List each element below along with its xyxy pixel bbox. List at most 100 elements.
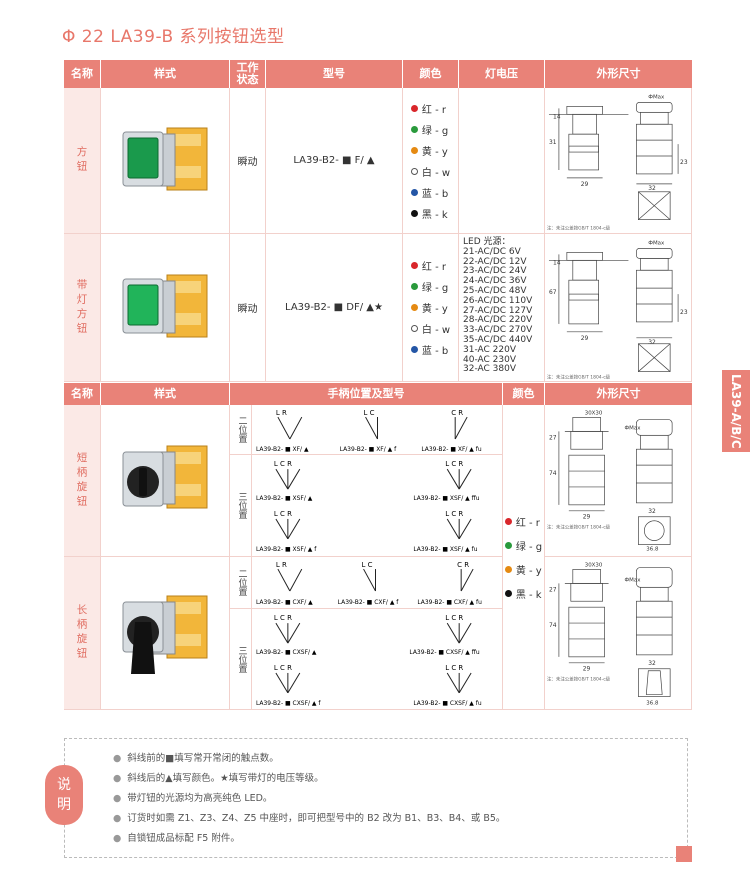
- svg-text:74: 74: [549, 622, 557, 629]
- svg-text:LA39-B2- ■ XF/ ▲ fu: LA39-B2- ■ XF/ ▲ fu: [421, 445, 482, 452]
- led-line: 22-AC/DC 12V: [463, 256, 527, 267]
- led-line: 21-AC/DC 6V: [463, 246, 521, 257]
- dimension-drawing-d: 30X30 27 74 29 32 36.8 ФMax 注：未注公差按GB/T …: [547, 562, 673, 706]
- black-dot-icon: [410, 209, 418, 217]
- blue-dot-icon: [410, 346, 418, 353]
- svg-text:29: 29: [583, 665, 591, 672]
- led-title: LED 光源：: [463, 237, 511, 247]
- row-name-lit-square: 带灯方钮: [64, 234, 101, 382]
- color-white: 白 - w: [410, 321, 450, 336]
- header-color: 颜色: [403, 60, 458, 88]
- header2-dimensions: 外形尺寸: [545, 383, 692, 405]
- svg-text:27: 27: [549, 434, 557, 441]
- svg-text:注：未注公差按GB/T 1804-c级: 注：未注公差按GB/T 1804-c级: [547, 675, 611, 682]
- svg-text:LA39-B2- ■ XF/ ▲: LA39-B2- ■ XF/ ▲: [256, 445, 309, 452]
- svg-text:C R: C R: [457, 561, 469, 569]
- header-style: 样式: [101, 60, 229, 88]
- svg-text:注：未注公差按GB/T 1804-c级: 注：未注公差按GB/T 1804-c级: [547, 224, 611, 231]
- svg-text:L R: L R: [276, 561, 287, 569]
- red-dot-icon: [410, 104, 418, 112]
- long-two-pos-diagrams: L R L C C R LA39-B2- ■ CXF/ ▲ LA39-B2- ■…: [256, 561, 482, 606]
- svg-text:32: 32: [648, 659, 656, 666]
- product-image-long-handle: [101, 557, 230, 710]
- color-black: 黑 - k: [410, 206, 450, 221]
- row-name-square: 方钮: [64, 88, 101, 234]
- row-name-long-handle: 长柄旋钮: [64, 557, 101, 710]
- svg-text:ФMax: ФMax: [648, 94, 665, 100]
- header2-name: 名称: [64, 383, 100, 405]
- svg-text:27: 27: [549, 586, 557, 593]
- short-three-pos-models: L C R L C R L C R L C R LA39-B2- ■ XSF/ …: [252, 455, 503, 557]
- notes-box: ●斜线前的■填写常开常闭的触点数。 ●斜线后的▲填写颜色。★填写带灯的电压等级。…: [64, 738, 688, 858]
- svg-text:31: 31: [549, 139, 557, 146]
- yellow-dot-icon: [504, 565, 512, 573]
- led-line: 35-AC/DC 440V: [463, 334, 533, 345]
- dimension-drawing-lit-square: 14 67 29 32 23 ФMax 注：未注公差按GB/T 1804-c级: [545, 234, 692, 382]
- color-blue: 蓝 - b: [410, 185, 450, 200]
- svg-text:30X30: 30X30: [585, 410, 603, 416]
- header-name: 名称: [64, 60, 100, 88]
- svg-text:ФMax: ФMax: [624, 577, 641, 583]
- svg-text:LA39-B2- ■ XSF/ ▲ f: LA39-B2- ■ XSF/ ▲ f: [256, 545, 317, 552]
- svg-text:L C: L C: [362, 561, 373, 569]
- note-item: ●斜线前的■填写常开常闭的触点数。: [113, 753, 279, 764]
- green-dot-icon: [410, 283, 418, 290]
- dimension-drawing-square: 14 31 29 32 23 ФMax 注：未注公差按GB/T 1804-c级: [545, 88, 692, 234]
- note-item: ●自锁钮成品标配 F5 附件。: [113, 833, 240, 844]
- led-line: 31-AC 220V: [463, 344, 516, 355]
- header-dimensions: 外形尺寸: [545, 60, 692, 88]
- model-lit-square: LA39-B2- ■ DF/ ▲★: [266, 234, 403, 382]
- svg-text:LA39-B2- ■ XF/ ▲ f: LA39-B2- ■ XF/ ▲ f: [340, 445, 397, 452]
- model-square: LA39-B2- ■ F/ ▲: [266, 88, 403, 234]
- long-three-pos-label: 三位置: [230, 609, 252, 710]
- long-two-pos-label: 二位置: [230, 557, 252, 609]
- svg-text:30X30: 30X30: [585, 562, 603, 568]
- color-green: 绿 - g: [410, 122, 450, 137]
- svg-text:LA39-B2- ■ CXSF/ ▲ ffu: LA39-B2- ■ CXSF/ ▲ ffu: [409, 649, 480, 656]
- long-two-pos-models: L R L C C R LA39-B2- ■ CXF/ ▲ LA39-B2- ■…: [252, 557, 503, 609]
- led-line: 25-AC/DC 48V: [463, 285, 527, 296]
- header2-color: 颜色: [503, 383, 544, 405]
- svg-text:LA39-B2- ■ XSF/ ▲ ffu: LA39-B2- ■ XSF/ ▲ ffu: [413, 495, 479, 502]
- blue-dot-icon: [410, 188, 418, 196]
- svg-text:ФMax: ФMax: [648, 240, 665, 246]
- svg-text:LA39-B2- ■ CXSF/ ▲ fu: LA39-B2- ■ CXSF/ ▲ fu: [413, 699, 482, 706]
- note-item: ●订货时如需 Z1、Z3、Z4、Z5 中座时，即可把型号中的 B2 改为 B1、…: [113, 813, 506, 824]
- notes-list: ●斜线前的■填写常开常闭的触点数。 ●斜线后的▲填写颜色。★填写带灯的电压等级。…: [113, 749, 505, 849]
- svg-text:23: 23: [680, 158, 688, 165]
- long-handle-image: [122, 595, 208, 674]
- green-dot-icon: [504, 541, 512, 549]
- note-item: ●带灯钮的光源均为高亮纯色 LED。: [113, 793, 273, 804]
- yellow-dot-icon: [410, 304, 418, 311]
- svg-text:36.8: 36.8: [646, 700, 659, 706]
- green-dot-icon: [410, 125, 418, 133]
- svg-text:ФMax: ФMax: [624, 425, 641, 431]
- white-dot-icon: [410, 325, 418, 332]
- svg-text:23: 23: [680, 308, 688, 315]
- short-three-pos-label: 三位置: [230, 455, 252, 557]
- header-state: 工作状态: [230, 60, 265, 88]
- short-two-pos-label: 二位置: [230, 405, 252, 455]
- svg-text:14: 14: [553, 113, 561, 120]
- dimension-drawing-long-handle: 30X30 27 74 29 32 36.8 ФMax 注：未注公差按GB/T …: [545, 557, 692, 710]
- color-yellow: 黄 - y: [410, 300, 450, 315]
- product-image-lit-square: [101, 234, 230, 382]
- svg-text:LA39-B2- ■ XSF/ ▲ fu: LA39-B2- ■ XSF/ ▲ fu: [413, 545, 477, 552]
- header2-style: 样式: [101, 383, 229, 405]
- color-blue: 蓝 - b: [410, 342, 450, 357]
- color-green: 绿 - g: [410, 279, 450, 294]
- row-name-short-handle: 短柄旋钮: [64, 405, 101, 557]
- svg-text:LA39-B2- ■ CXSF/ ▲: LA39-B2- ■ CXSF/ ▲: [256, 649, 317, 656]
- lit-square-button-image: [122, 274, 208, 337]
- svg-text:32: 32: [648, 338, 656, 345]
- dimension-drawing-a: 14 31 29 32 23 ФMax 注：未注公差按GB/T 1804-c级: [547, 94, 688, 231]
- svg-text:注：未注公差按GB/T 1804-c级: 注：未注公差按GB/T 1804-c级: [547, 373, 611, 380]
- svg-text:14: 14: [553, 259, 561, 266]
- color-red: 红 - r: [504, 514, 542, 529]
- svg-text:LA39-B2- ■ CXF/ ▲: LA39-B2- ■ CXF/ ▲: [256, 598, 313, 605]
- led-line: 27-AC/DC 127V: [463, 305, 533, 316]
- svg-text:67: 67: [549, 289, 557, 296]
- svg-text:74: 74: [549, 470, 557, 477]
